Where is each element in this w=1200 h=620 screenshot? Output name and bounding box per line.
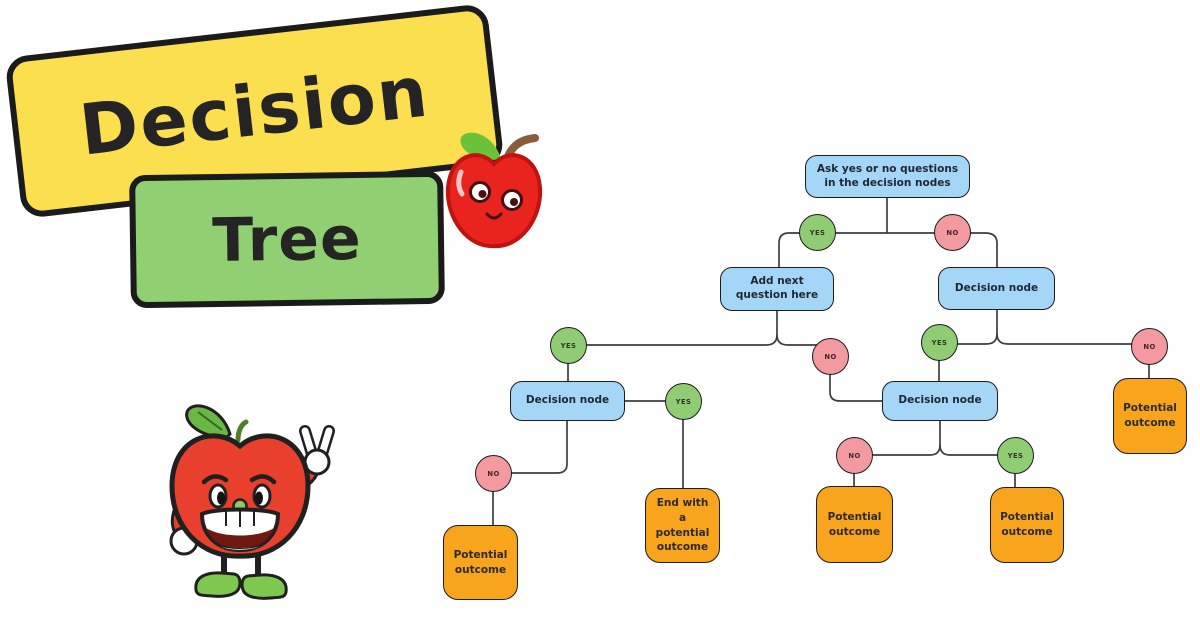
no-badge-row1-label: NO bbox=[946, 228, 959, 237]
title-word-decision: Decision bbox=[75, 50, 434, 172]
outcome-far-left-label: Potential outcome bbox=[453, 548, 508, 576]
connector-r3-yes bbox=[939, 444, 1016, 456]
flow-node-decision-l3-label: Decision node bbox=[525, 394, 610, 407]
outcome-end: End with a potential outcome bbox=[645, 488, 720, 563]
yes-badge-left-branch: YES bbox=[550, 327, 587, 364]
outcome-mid-left: Potential outcome bbox=[816, 486, 893, 563]
connector-r2-no bbox=[996, 333, 1150, 345]
flow-node-decision-l3: Decision node bbox=[510, 381, 625, 421]
yes-badge-right-branch: YES bbox=[921, 324, 958, 361]
outcome-far-left: Potential outcome bbox=[443, 525, 518, 600]
no-badge-l3-bottom: NO bbox=[475, 455, 512, 492]
yes-badge-row1-label: YES bbox=[809, 228, 826, 237]
outcome-mid-right-label: Potential outcome bbox=[1000, 511, 1054, 538]
flow-node-add-next-label: Add next question here bbox=[735, 275, 819, 301]
outcome-mid-left-label: Potential outcome bbox=[827, 510, 882, 538]
no-badge-left-branch-label: NO bbox=[824, 352, 837, 361]
apple-mascot-icon bbox=[169, 404, 335, 600]
flow-node-decision-r3-label: Decision node bbox=[898, 394, 982, 407]
outcome-far-right: Potential outcome bbox=[1113, 378, 1187, 454]
no-badge-r3-bottom-label: NO bbox=[848, 451, 861, 460]
outcome-end-label: End with a potential outcome bbox=[655, 497, 710, 554]
no-badge-r3-bottom: NO bbox=[836, 437, 873, 474]
connector-no2-elbow bbox=[829, 344, 883, 402]
no-badge-far-right: NO bbox=[1131, 328, 1168, 365]
flow-node-decision-r2: Decision node bbox=[938, 267, 1055, 310]
yes-badge-l3-side-label: YES bbox=[675, 397, 692, 406]
flow-node-decision-r2-label: Decision node bbox=[954, 281, 1039, 294]
yes-badge-r3-bottom: YES bbox=[997, 437, 1034, 474]
flow-node-root-label: Ask yes or no questions in the decision … bbox=[816, 162, 959, 189]
yes-badge-l3-side: YES bbox=[665, 383, 702, 420]
yes-badge-right-branch-label: YES bbox=[931, 338, 948, 347]
no-badge-left-branch: NO bbox=[812, 338, 849, 375]
connector-l3-no bbox=[492, 420, 568, 474]
flow-node-root: Ask yes or no questions in the decision … bbox=[805, 155, 970, 198]
yes-badge-row1: YES bbox=[799, 214, 836, 251]
no-badge-l3-bottom-label: NO bbox=[487, 469, 500, 478]
title-card-tree: Tree bbox=[129, 170, 445, 309]
no-badge-far-right-label: NO bbox=[1143, 342, 1156, 351]
outcome-mid-right: Potential outcome bbox=[990, 487, 1064, 563]
flow-node-decision-r3: Decision node bbox=[882, 381, 998, 421]
yes-badge-r3-bottom-label: YES bbox=[1007, 451, 1024, 460]
flow-node-add-next: Add next question here bbox=[720, 267, 834, 311]
connector-addnext-no bbox=[776, 334, 831, 346]
title-word-tree: Tree bbox=[211, 203, 363, 276]
kawaii-apple-icon bbox=[445, 132, 543, 249]
yes-badge-left-branch-label: YES bbox=[560, 341, 577, 350]
connector-addnext-yes bbox=[567, 309, 778, 346]
outcome-far-right-label: Potential outcome bbox=[1123, 402, 1177, 429]
no-badge-row1: NO bbox=[934, 214, 971, 251]
connector-row1-bar bbox=[778, 232, 998, 268]
